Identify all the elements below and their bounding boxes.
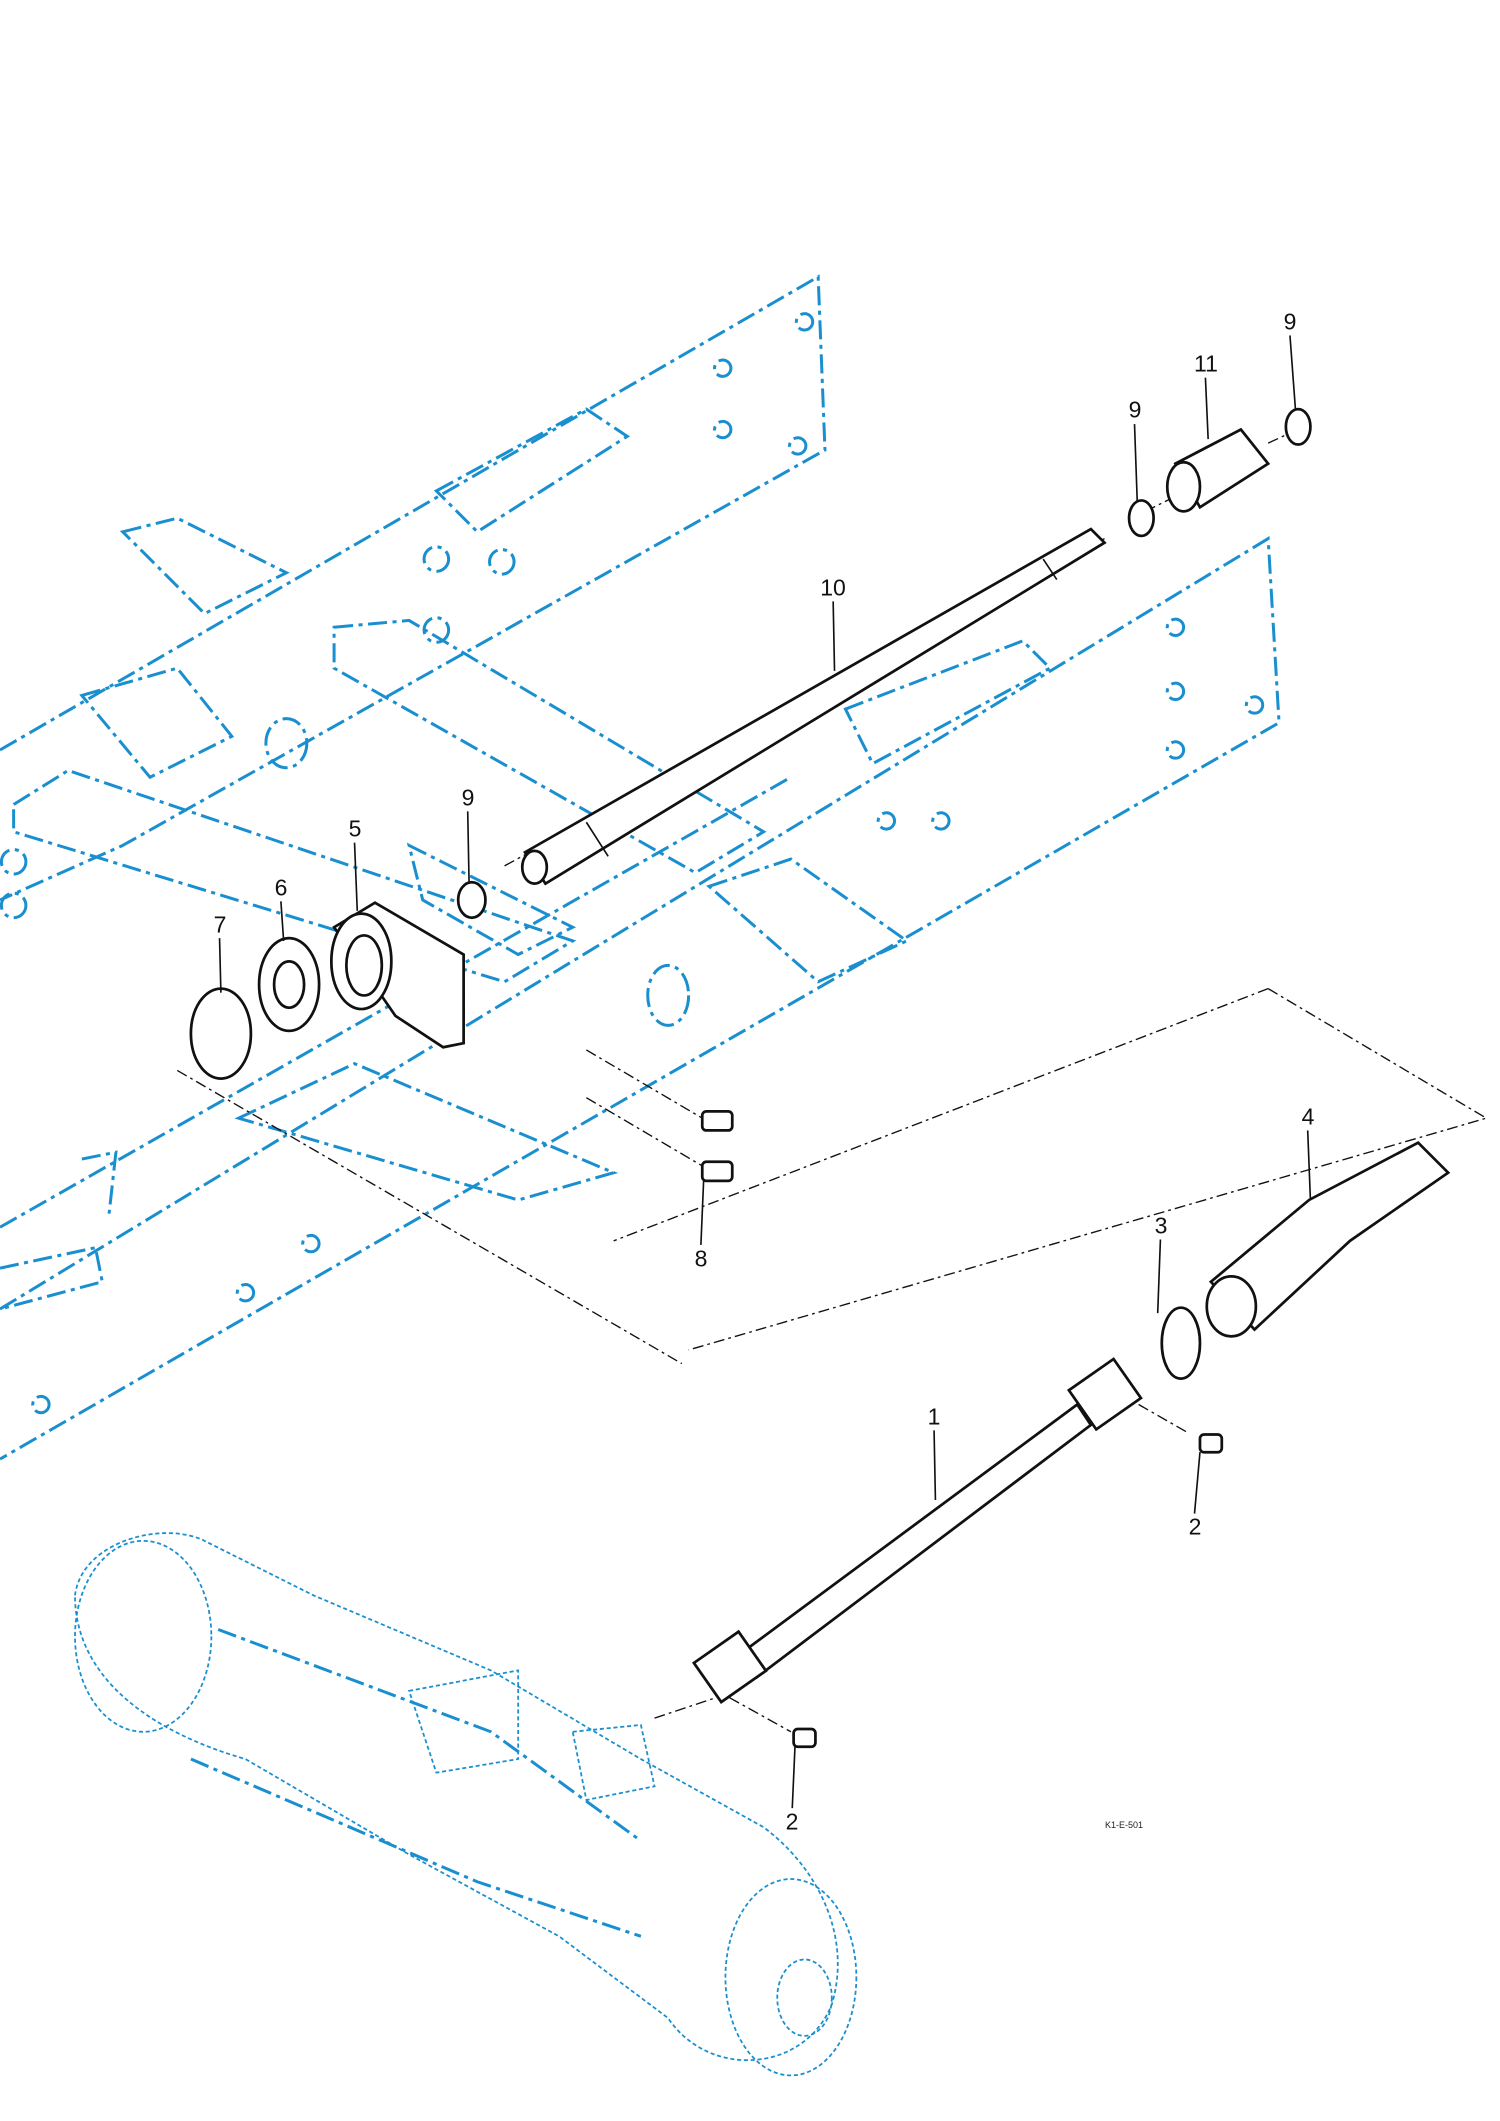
part-2-bolts: [792, 1433, 1224, 1749]
callout-1: 1: [927, 1403, 941, 1430]
callout-2: 2: [1188, 1513, 1202, 1540]
callout-8: 8: [694, 1245, 708, 1272]
part-9-circlip-a: [1127, 499, 1155, 538]
callout-10: 10: [820, 574, 846, 601]
callout-7: 7: [213, 911, 227, 938]
callout-9: 9: [1128, 396, 1142, 423]
part-1-propeller-shaft: [691, 1357, 1143, 1704]
callout-9: 9: [1283, 308, 1297, 335]
part-4-boot: [1205, 1141, 1451, 1338]
part-9-circlip-b: [1284, 407, 1312, 446]
part-9-circlip-c: [456, 880, 487, 920]
part-5-bearing-holder: [329, 901, 465, 1049]
callout-2: 2: [785, 1808, 799, 1835]
callout-5: 5: [348, 815, 362, 842]
part-7-snap-ring: [189, 987, 253, 1080]
part-8-bolts: [700, 1109, 734, 1183]
chassis-frame: [0, 274, 1281, 1461]
callout-9: 9: [461, 784, 475, 811]
leader-lines: [218, 335, 1312, 1809]
part-6-bearing: [257, 936, 321, 1033]
callout-3: 3: [1154, 1212, 1168, 1239]
callout-11: 11: [1194, 350, 1218, 377]
part-3-clamp: [1160, 1306, 1202, 1380]
figure-reference-code: K1-E-501: [1105, 1820, 1144, 1830]
part-11-bushing: [1165, 427, 1271, 513]
callout-4: 4: [1301, 1103, 1315, 1130]
callout-6: 6: [274, 874, 288, 901]
part-10-shaft: [520, 527, 1107, 886]
front-axle: [74, 1532, 858, 2077]
